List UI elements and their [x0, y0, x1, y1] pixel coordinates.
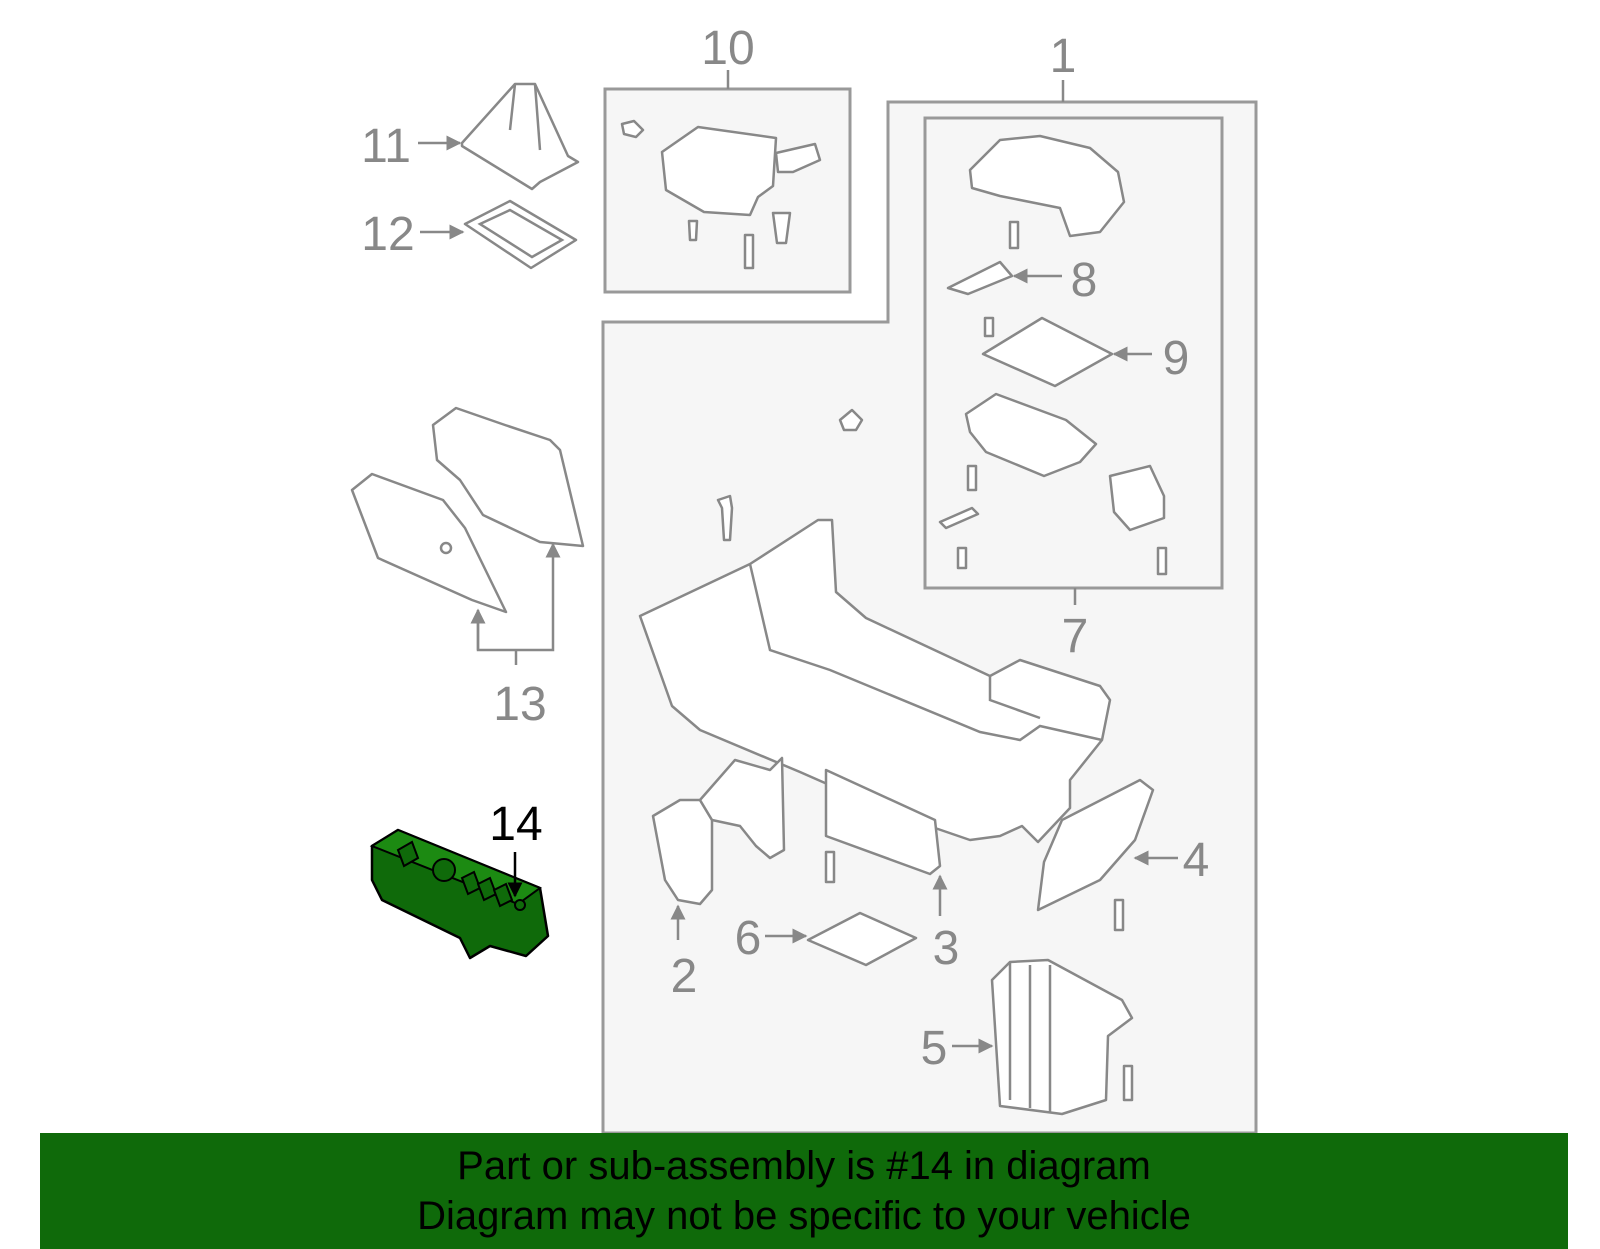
callout-10: 10 [701, 22, 754, 75]
banner-line-2: Diagram may not be specific to your vehi… [417, 1194, 1191, 1238]
info-banner: Part or sub-assembly is #14 in diagram D… [40, 1133, 1568, 1249]
shift-boot-part [418, 82, 580, 191]
callout-9: 9 [1163, 332, 1190, 385]
pad-part-6 [765, 911, 918, 967]
armrest-part-7 [716, 134, 1168, 884]
callout-12: 12 [361, 208, 414, 261]
side-panel-part [350, 406, 585, 665]
callout-14: 14 [489, 798, 542, 851]
callout-8: 8 [1071, 254, 1098, 307]
callout-3: 3 [933, 922, 960, 975]
cover-part-4 [1036, 778, 1178, 932]
cup-holder-part [620, 119, 822, 270]
callout-5: 5 [921, 1022, 948, 1075]
callout-11: 11 [361, 120, 411, 173]
bezel-plate-part [420, 199, 578, 270]
panel-part-3 [824, 768, 948, 916]
callout-1: 1 [1050, 30, 1077, 83]
callout-2: 2 [671, 950, 698, 1003]
bracket-part-2 [651, 756, 786, 940]
callout-4: 4 [1183, 834, 1210, 887]
callout-7: 7 [1062, 610, 1089, 663]
callout-6: 6 [735, 912, 762, 965]
window-switch-part-14 [369, 828, 550, 960]
bin-part-5 [952, 958, 1134, 1116]
banner-line-1: Part or sub-assembly is #14 in diagram [457, 1144, 1151, 1188]
callout-13: 13 [493, 678, 546, 731]
